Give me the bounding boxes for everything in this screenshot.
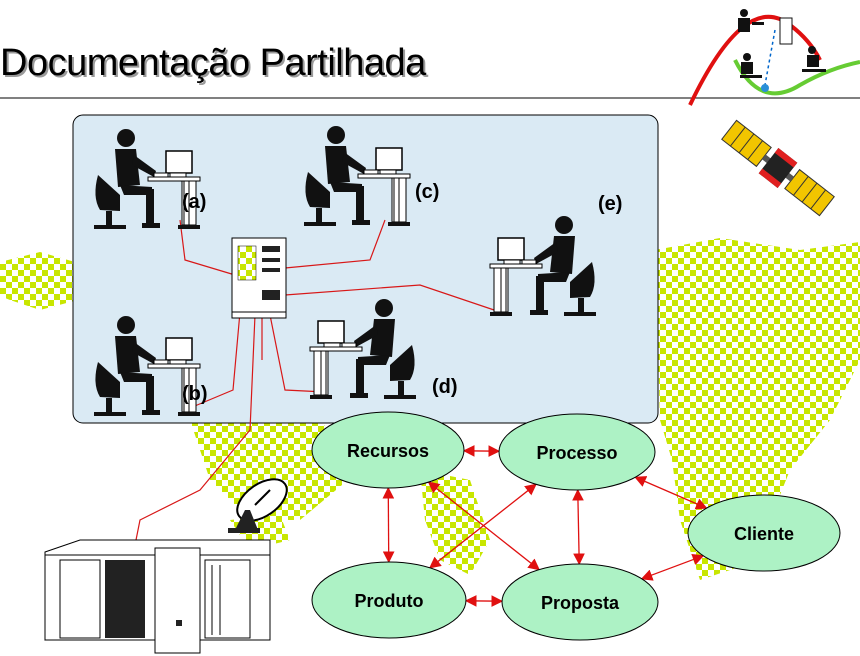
- entity-label-recursos: Recursos: [347, 441, 429, 461]
- workstation-a: [94, 129, 201, 229]
- workstation-d: [309, 299, 416, 399]
- entity-node-produto: [311, 561, 467, 639]
- workstation-b: [94, 316, 201, 416]
- workstation-c: [304, 126, 411, 226]
- page-title: Documentação Partilhada: [0, 42, 426, 84]
- relation-processo-produto: [428, 483, 537, 569]
- entity-node-proposta: [501, 563, 659, 641]
- workstation-label-e: (e): [598, 193, 622, 215]
- mainframe-computer-icon: [44, 539, 271, 654]
- relation-processo-proposta: [572, 488, 585, 566]
- network-cables: [134, 219, 501, 546]
- logo-network-curve: [688, 9, 860, 106]
- entity-node-recursos: [311, 411, 465, 489]
- server-tower-icon: [231, 237, 287, 319]
- workstation-e: [489, 216, 596, 316]
- entity-node-processo: [498, 413, 656, 491]
- workstation-label-d: (d): [432, 376, 458, 398]
- relation-proposta-cliente: [640, 554, 705, 581]
- entity-label-processo: Processo: [536, 443, 617, 463]
- relation-processo-cliente: [634, 476, 708, 510]
- satellite-dish-icon: [228, 478, 288, 533]
- workstation-label-a: (a): [182, 191, 206, 213]
- workstation-label-b: (b): [182, 383, 208, 405]
- entity-label-cliente: Cliente: [734, 524, 794, 544]
- entity-node-cliente: [687, 494, 841, 572]
- workstation-label-c: (c): [415, 181, 439, 203]
- satellite-icon: [721, 119, 835, 217]
- workstations: (a) (b) (c) (d) (e): [94, 126, 622, 416]
- entity-relations: [382, 445, 708, 607]
- entity-label-proposta: Proposta: [541, 593, 620, 613]
- entity-label-produto: Produto: [355, 591, 424, 611]
